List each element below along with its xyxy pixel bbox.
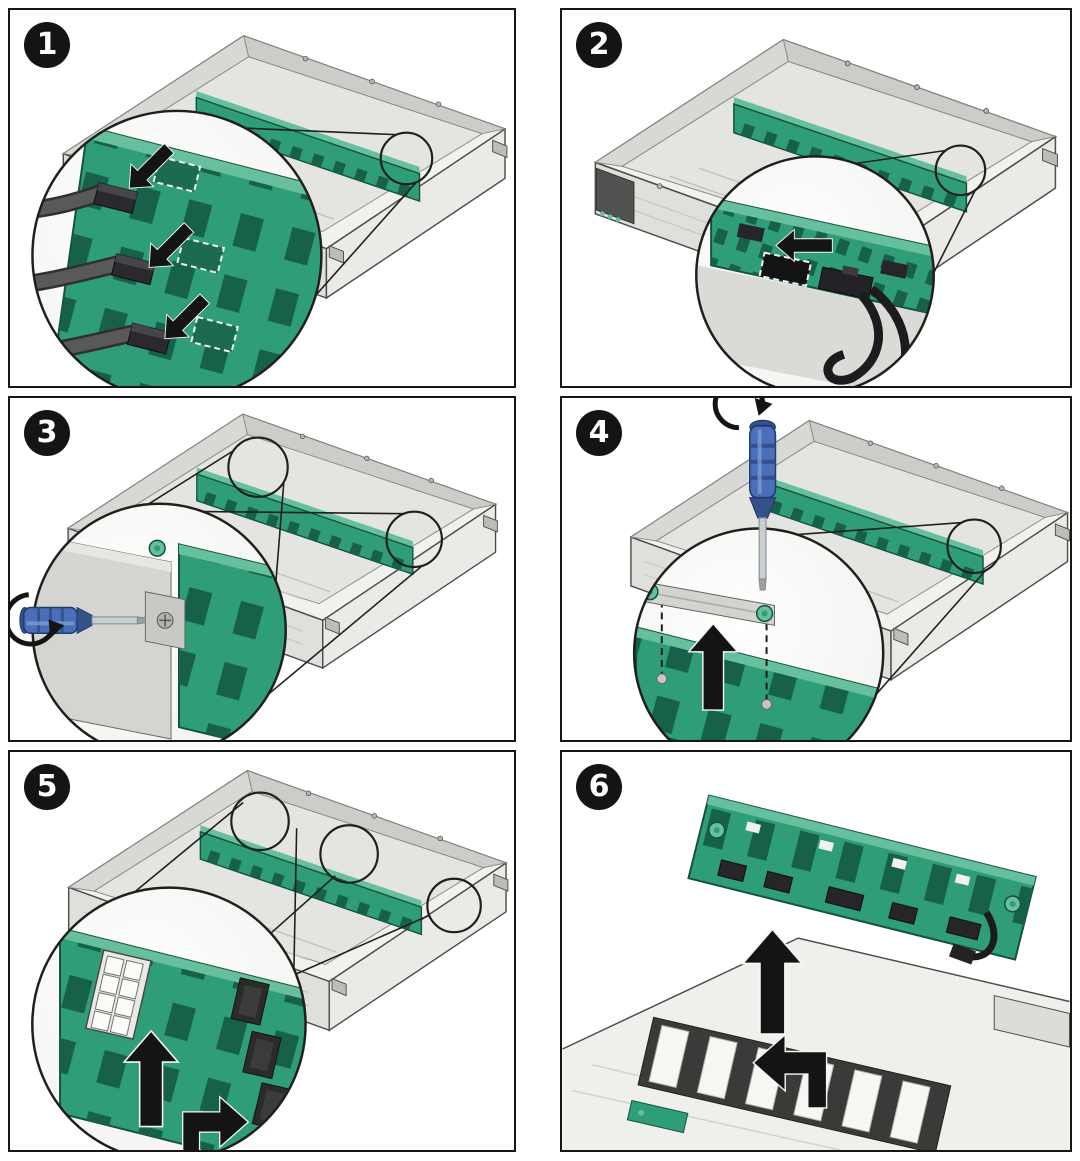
magnifier-callout-data-cable [695, 155, 935, 386]
step-number: 3 [36, 415, 58, 450]
step-number-badge: 4 [576, 410, 622, 456]
step-4-illustration [630, 398, 1070, 740]
board-connectors [230, 977, 292, 1131]
magnifier-callout-connector [31, 886, 307, 1150]
board-connectors [717, 859, 982, 941]
step-number: 6 [588, 769, 610, 804]
step-number-badge: 3 [24, 410, 70, 456]
callout-source-circle [426, 877, 482, 934]
step-5-illustration [31, 770, 509, 1150]
cable-connectors [93, 182, 172, 355]
callout-source-circle [230, 791, 290, 852]
step-number-badge: 1 [24, 22, 70, 68]
step-number-badge: 5 [24, 764, 70, 810]
step-panel-2: 2 [560, 8, 1072, 388]
magnifier-callout-power-cables [31, 109, 323, 386]
step-number: 5 [36, 769, 58, 804]
step-2-illustration [594, 38, 1059, 386]
rack-rail [993, 994, 1070, 1048]
rotate-arrow-icon [712, 398, 766, 431]
step-3-illustration [10, 413, 499, 740]
thumbscrew-icon [755, 604, 774, 623]
callout-source-circle [227, 436, 289, 498]
step-number: 1 [36, 27, 58, 62]
step-panel-1: 1 [8, 8, 516, 388]
server-chassis [562, 937, 1070, 1150]
step-panel-6: 6 [560, 750, 1072, 1152]
step-1-illustration [31, 35, 508, 386]
power-supply [595, 167, 635, 225]
callout-source-circle [946, 518, 1002, 575]
step-panel-4: 4 [560, 396, 1072, 742]
rotate-arrow-icon [10, 592, 57, 647]
step-6-illustration [562, 794, 1070, 1150]
led-board [626, 1099, 689, 1134]
step-number: 2 [588, 27, 610, 62]
power-connector [84, 949, 153, 1040]
callout-source-circle [934, 144, 987, 197]
thumbscrew-icon [148, 539, 166, 557]
magnifier-callout-bracket [632, 527, 885, 740]
chassis-side-wall [32, 533, 172, 740]
data-socket [758, 251, 813, 287]
disk-backplane-board [687, 794, 1037, 961]
cable-connector [817, 265, 874, 300]
power-cables [32, 183, 140, 368]
step-panel-5: 5 [8, 750, 516, 1152]
step-number: 4 [588, 415, 610, 450]
data-cable [823, 285, 910, 386]
power-socket [152, 155, 239, 354]
step-number-badge: 6 [576, 764, 622, 810]
step-number-badge: 2 [576, 22, 622, 68]
step-panel-3: 3 [8, 396, 516, 742]
callout-source-circle [385, 510, 443, 569]
callout-source-circle [379, 131, 434, 186]
callout-source-circle [319, 824, 379, 884]
